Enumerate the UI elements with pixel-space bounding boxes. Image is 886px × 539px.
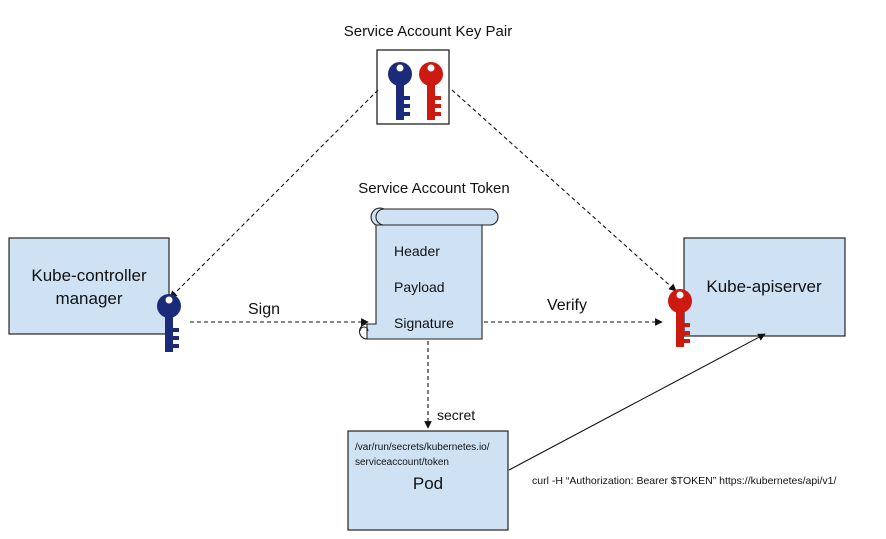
curl-command: curl -H “Authorization: Bearer $TOKEN” h…: [532, 475, 837, 487]
key-to-controller-edge: [169, 89, 379, 299]
token-field-payload: Payload: [394, 279, 445, 295]
controller-box: [8, 237, 170, 335]
key-pair-box: [376, 49, 450, 125]
pod-path-line1: /var/run/secrets/kubernetes.io/: [355, 442, 490, 453]
apiserver-label: Kube-apiserver: [706, 277, 822, 296]
pod-path-line2: serviceaccount/token: [355, 457, 449, 468]
verify-label: Verify: [547, 297, 587, 314]
token-title: Service Account Token: [358, 180, 509, 197]
pod-box: [347, 430, 509, 531]
pod-label: Pod: [413, 474, 443, 493]
controller-label-line2: manager: [55, 289, 122, 308]
controller-label-line1: Kube-controller: [31, 266, 147, 285]
token-field-header: Header: [394, 243, 440, 259]
secret-label: secret: [437, 407, 475, 423]
key-pair-title: Service Account Key Pair: [344, 23, 512, 40]
apiserver-box: [683, 237, 846, 337]
sign-label: Sign: [248, 301, 280, 318]
token-field-signature: Signature: [394, 315, 454, 331]
pod-to-apiserver-edge: [508, 333, 766, 471]
key-to-apiserver-edge: [451, 89, 677, 292]
token-scroll: [359, 207, 499, 340]
